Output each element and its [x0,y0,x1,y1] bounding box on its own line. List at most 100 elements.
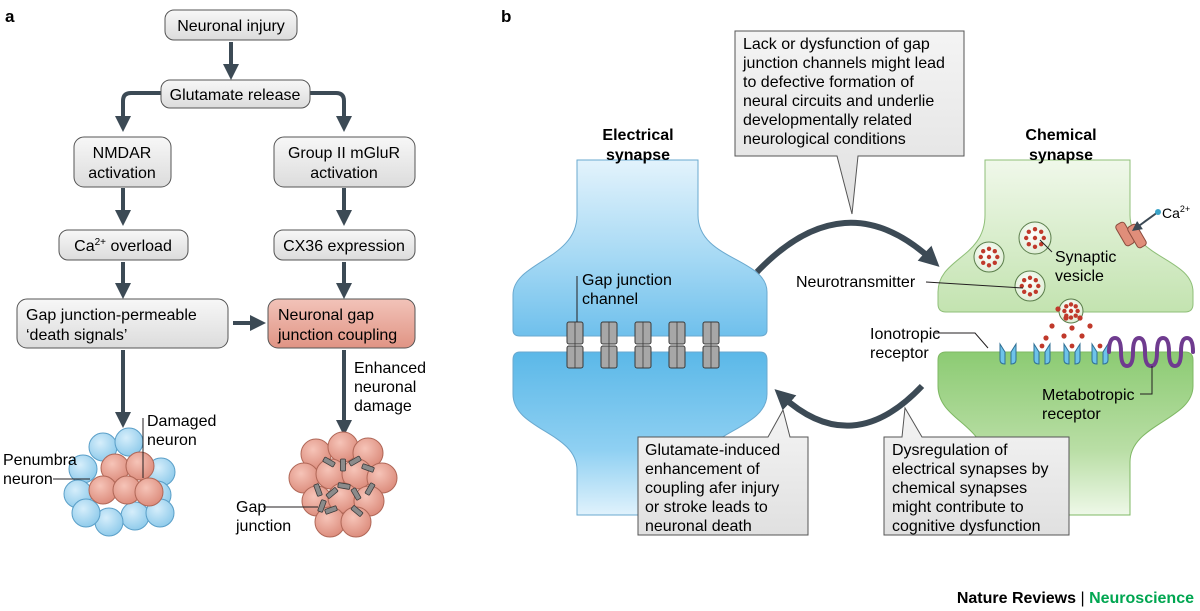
neurotransmitter-molecule [1068,302,1074,307]
neurotransmitter-molecule [995,254,1000,260]
svg-text:Neuronal gap: Neuronal gap [278,307,374,324]
svg-text:developmentally related: developmentally related [743,112,912,129]
svg-text:Electrical: Electrical [602,127,673,144]
svg-text:Glutamate release: Glutamate release [170,87,301,104]
svg-text:Glutamate-induced: Glutamate-induced [645,442,780,459]
node-injury: Neuronal injury [164,9,298,41]
svg-text:Penumbra: Penumbra [3,452,77,469]
svg-text:‘death signals’: ‘death signals’ [26,327,127,344]
released-neurotransmitter-molecule [1049,323,1055,329]
neurotransmitter-molecule [1027,283,1033,289]
journal-name: Nature Reviews [957,590,1076,607]
node-death-signals: Gap junction-permeable ‘death signals’ [16,298,229,349]
svg-text:Damaged: Damaged [147,413,216,430]
gap-junction-mark [322,456,336,468]
neurotransmitter-molecule [1021,278,1027,283]
gap-junction-channel [702,321,720,369]
ionotropic-receptor [1033,342,1051,365]
svg-text:enhancement of: enhancement of [645,461,760,478]
svg-text:activation: activation [88,165,156,182]
svg-text:or stroke leads to: or stroke leads to [645,499,768,516]
neurotransmitter-molecule [1073,313,1078,318]
neurotransmitter-molecule [986,254,992,260]
calcium-channel [1115,209,1161,249]
gap-junction-channels [566,321,720,369]
svg-text:Gap junction-permeable: Gap junction-permeable [26,307,197,324]
neurotransmitter-molecule [1068,315,1074,320]
svg-text:junction: junction [235,518,291,535]
svg-text:synapse: synapse [1029,147,1093,164]
svg-text:neuronal death: neuronal death [645,518,752,535]
svg-text:channel: channel [582,291,638,308]
arrow-glutamate-to-nmdar [115,91,161,132]
chemical-synapse-title: Chemical synapse [1025,127,1096,164]
node-nmdar: NMDAR activation [73,136,172,188]
neurotransmitter-molecule [1041,235,1047,241]
gap-junction-mark [337,482,351,490]
svg-text:receptor: receptor [870,345,929,362]
svg-text:damage: damage [354,398,412,415]
neurotransmitter-molecule [1026,242,1032,247]
journal-section: Neuroscience [1089,590,1194,607]
neurotransmitter-molecule [1021,289,1027,294]
node-mglur: Group II mGluR activation [273,136,416,188]
released-neurotransmitter-molecule [1077,315,1083,321]
enhanced-damage-label: Enhanced neuronal damage [354,360,426,415]
ca-overload-text: overload [106,238,172,255]
released-neurotransmitter-molecule [1069,325,1075,331]
gap-junction-mark [350,487,362,501]
svg-text:vesicle: vesicle [1055,268,1104,285]
neurotransmitter-molecule [1032,235,1038,241]
neurotransmitter-molecule [1068,308,1074,314]
neurotransmitter-molecule [1027,275,1033,280]
svg-text:neuron: neuron [3,471,53,488]
neurotransmitter-molecule [1026,229,1032,234]
neurotransmitter-molecule [992,249,997,254]
electrical-presynaptic-terminal [512,159,768,337]
neurotransmitter-molecule [1027,292,1033,297]
neurotransmitter-molecule [1075,308,1080,314]
svg-text:chemical synapses: chemical synapses [892,480,1027,497]
gap-junction-channel [634,321,652,369]
ca-superscript: 2+ [95,237,107,248]
released-neurotransmitter-molecule [1043,335,1049,341]
damaged-neuron-cell [134,477,164,507]
bound-neurotransmitter [1097,343,1103,349]
svg-text:CX36 expression: CX36 expression [283,238,405,255]
neurotransmitter-molecule [986,246,992,251]
released-neurotransmitter-molecule [1063,315,1069,321]
svg-text:Neuronal injury: Neuronal injury [177,18,285,35]
released-neurotransmitter-molecule [1079,333,1085,339]
gap-junction-mark [324,505,338,515]
svg-text:neuron: neuron [147,432,197,449]
arrow-glutamate-to-mglur [310,91,352,132]
node-glutamate: Glutamate release [160,79,311,109]
gap-junction-mark [325,487,339,499]
synaptic-vesicles [973,221,1084,324]
svg-text:Metabotropic: Metabotropic [1042,387,1135,404]
node-ca-overload: Ca2+ overload [58,229,189,261]
neurotransmitter-molecule [981,249,986,254]
gap-junction-mark [340,458,346,472]
neurotransmitter-molecule [992,260,997,265]
damaged-neuron-label: Damaged neuron [147,413,216,449]
ca-base: Ca [74,238,95,255]
svg-text:Chemical: Chemical [1025,127,1096,144]
svg-text:neural circuits and underlie: neural circuits and underlie [743,93,934,110]
svg-text:Gap: Gap [236,499,266,516]
svg-text:cognitive dysfunction: cognitive dysfunction [892,518,1041,535]
ionotropic-receptors [999,342,1109,365]
neurotransmitter-molecule [1039,229,1044,234]
curved-arrow-bottom [774,383,925,429]
electrical-synapse-title: Electrical synapse [602,127,673,164]
released-neurotransmitter-molecule [1055,306,1061,312]
ionotropic-receptor-label: Ionotropic receptor [870,326,940,362]
metabotropic-leader [1140,366,1153,395]
neurotransmitter-molecule [1019,283,1024,289]
svg-text:electrical synapses by: electrical synapses by [892,461,1049,478]
chemical-presynaptic-terminal [937,159,1194,313]
svg-text:junction channels might lead: junction channels might lead [742,55,945,72]
released-neurotransmitter-molecule [1087,323,1093,329]
neurotransmitter-molecule [981,260,986,265]
